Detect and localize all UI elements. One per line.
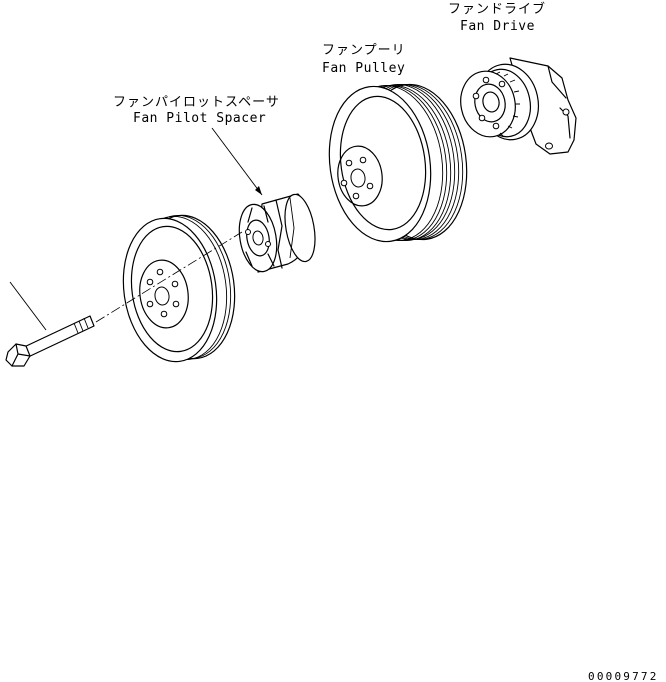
fan-drive — [460, 57, 577, 155]
fan-drive-label-jp: ファンドライブ — [448, 1, 546, 17]
fan-pulley — [328, 83, 468, 243]
bolt-leader-line — [9, 281, 47, 331]
spacer-leader-line — [211, 127, 263, 196]
document-number: 00009772 — [588, 670, 659, 682]
fan-pilot-spacer-label-jp: ファンパイロットスペーサ — [113, 95, 280, 110]
fan-pulley-label-en: Fan Pulley — [322, 61, 405, 76]
fan-pilot-spacer-label-en: Fan Pilot Spacer — [133, 111, 266, 126]
center-axis-line — [95, 231, 243, 323]
fan-pulley-label-jp: ファンプーリ — [322, 43, 406, 58]
crank-pulley — [122, 214, 236, 363]
fan-pilot-spacer — [238, 193, 316, 273]
spacer-leader-arrow — [255, 186, 262, 195]
fan-drive-label-en: Fan Drive — [460, 19, 535, 34]
mounting-bolt — [5, 315, 95, 367]
